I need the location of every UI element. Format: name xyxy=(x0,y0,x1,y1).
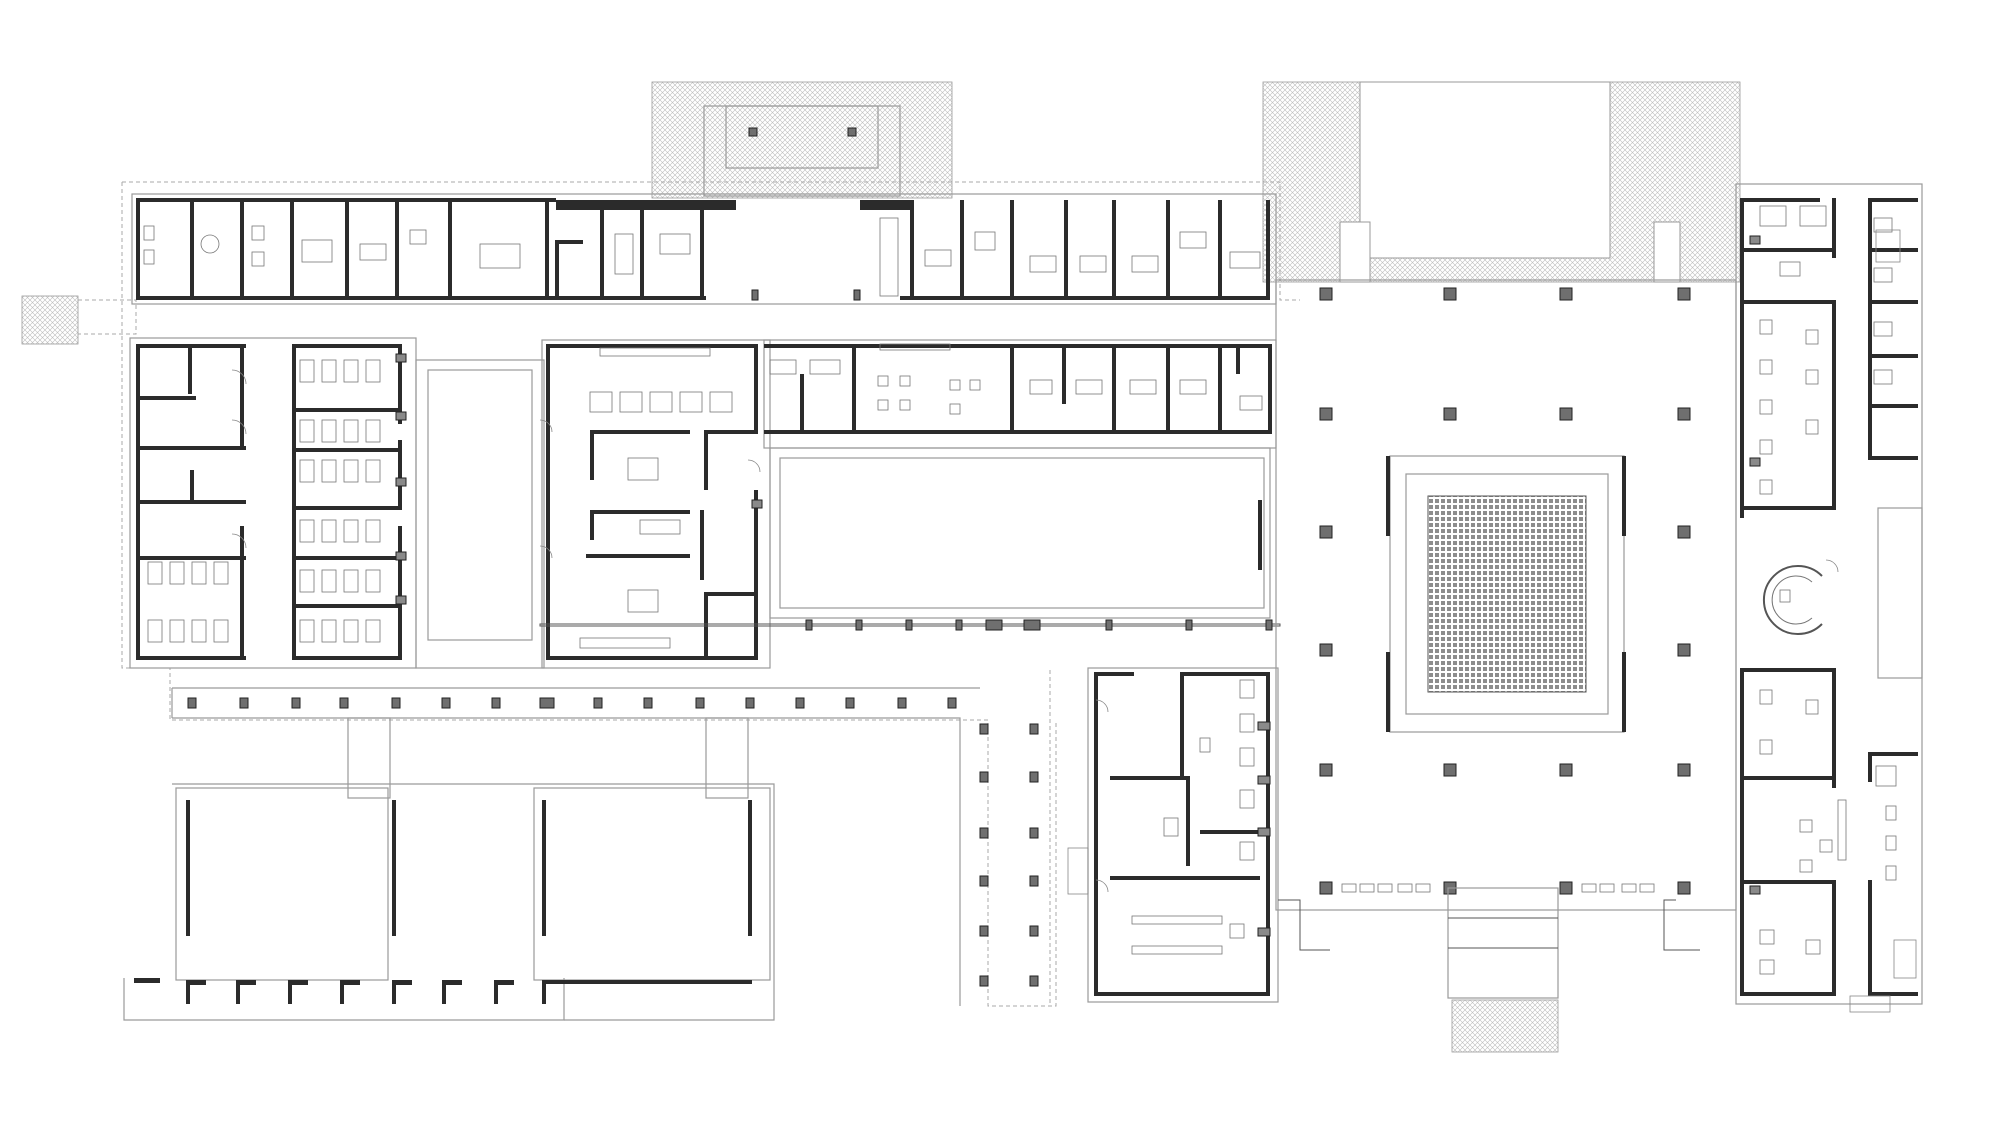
column xyxy=(593,697,603,709)
column xyxy=(1105,619,1113,631)
column xyxy=(979,827,989,839)
column xyxy=(1185,619,1193,631)
column xyxy=(979,771,989,783)
column xyxy=(748,127,758,137)
column xyxy=(847,127,857,137)
column xyxy=(751,499,763,509)
column xyxy=(391,697,401,709)
central-colonnade xyxy=(539,619,1281,631)
treatment-furniture xyxy=(579,347,733,649)
column xyxy=(905,619,913,631)
middle-rooms-furniture xyxy=(769,343,1263,415)
column xyxy=(1029,771,1039,783)
column xyxy=(979,875,989,887)
north-wing xyxy=(131,193,1277,305)
column xyxy=(1749,885,1761,895)
column xyxy=(947,697,957,709)
column xyxy=(1257,775,1271,785)
column xyxy=(1257,827,1271,837)
north-east-veranda xyxy=(1339,81,1681,283)
column xyxy=(1257,721,1271,731)
west-entrance-paving xyxy=(21,295,79,345)
south-annex-furniture xyxy=(1131,679,1255,955)
north-entrance-canopy xyxy=(703,105,901,197)
column xyxy=(985,619,1003,631)
column xyxy=(395,477,407,487)
column xyxy=(1029,723,1039,735)
column xyxy=(1257,927,1271,937)
column xyxy=(897,697,907,709)
south-pavilions xyxy=(123,717,775,1021)
column xyxy=(643,697,653,709)
column xyxy=(395,551,407,561)
column xyxy=(395,353,407,363)
column xyxy=(1749,235,1761,245)
column xyxy=(239,697,249,709)
column xyxy=(539,697,555,709)
column xyxy=(441,697,451,709)
column xyxy=(339,697,349,709)
column xyxy=(1265,619,1273,631)
north-entrance-paving xyxy=(651,81,953,199)
column xyxy=(795,697,805,709)
north-wing-furniture xyxy=(143,217,1261,297)
north-wing-partitions xyxy=(190,200,1270,298)
hall-columns xyxy=(1319,287,1691,895)
ward-beds xyxy=(147,359,381,643)
column xyxy=(979,723,989,735)
column xyxy=(979,975,989,987)
column xyxy=(395,411,407,421)
central-treatment-block xyxy=(541,339,771,669)
reception-desk xyxy=(1763,565,1823,635)
courtyard-hall xyxy=(1275,279,1737,999)
north-window-band xyxy=(556,200,910,210)
column xyxy=(695,697,705,709)
south-annex xyxy=(1067,667,1279,1003)
east-wing-furniture xyxy=(1759,205,1897,975)
column xyxy=(853,289,861,301)
column xyxy=(1029,827,1039,839)
column xyxy=(1029,925,1039,937)
south-benches xyxy=(1341,883,1655,893)
column xyxy=(751,289,759,301)
column xyxy=(187,697,197,709)
column xyxy=(745,697,755,709)
column xyxy=(955,619,963,631)
column xyxy=(1029,975,1039,987)
column xyxy=(979,925,989,937)
roof-outline xyxy=(77,181,1300,1007)
door-swings xyxy=(231,369,1839,893)
column xyxy=(1029,875,1039,887)
column xyxy=(395,595,407,605)
courtyard-pool xyxy=(1427,495,1587,693)
south-entrance-paving xyxy=(1451,999,1559,1053)
column xyxy=(805,619,813,631)
column xyxy=(291,697,301,709)
column xyxy=(845,697,855,709)
south-arcade xyxy=(171,687,1039,1006)
middle-rooms xyxy=(763,339,1277,619)
column xyxy=(855,619,863,631)
east-wing xyxy=(1735,183,1923,1013)
column xyxy=(1023,619,1041,631)
column xyxy=(1749,457,1761,467)
column xyxy=(491,697,501,709)
stairs xyxy=(1849,229,1917,1013)
west-ward-block xyxy=(129,337,545,669)
